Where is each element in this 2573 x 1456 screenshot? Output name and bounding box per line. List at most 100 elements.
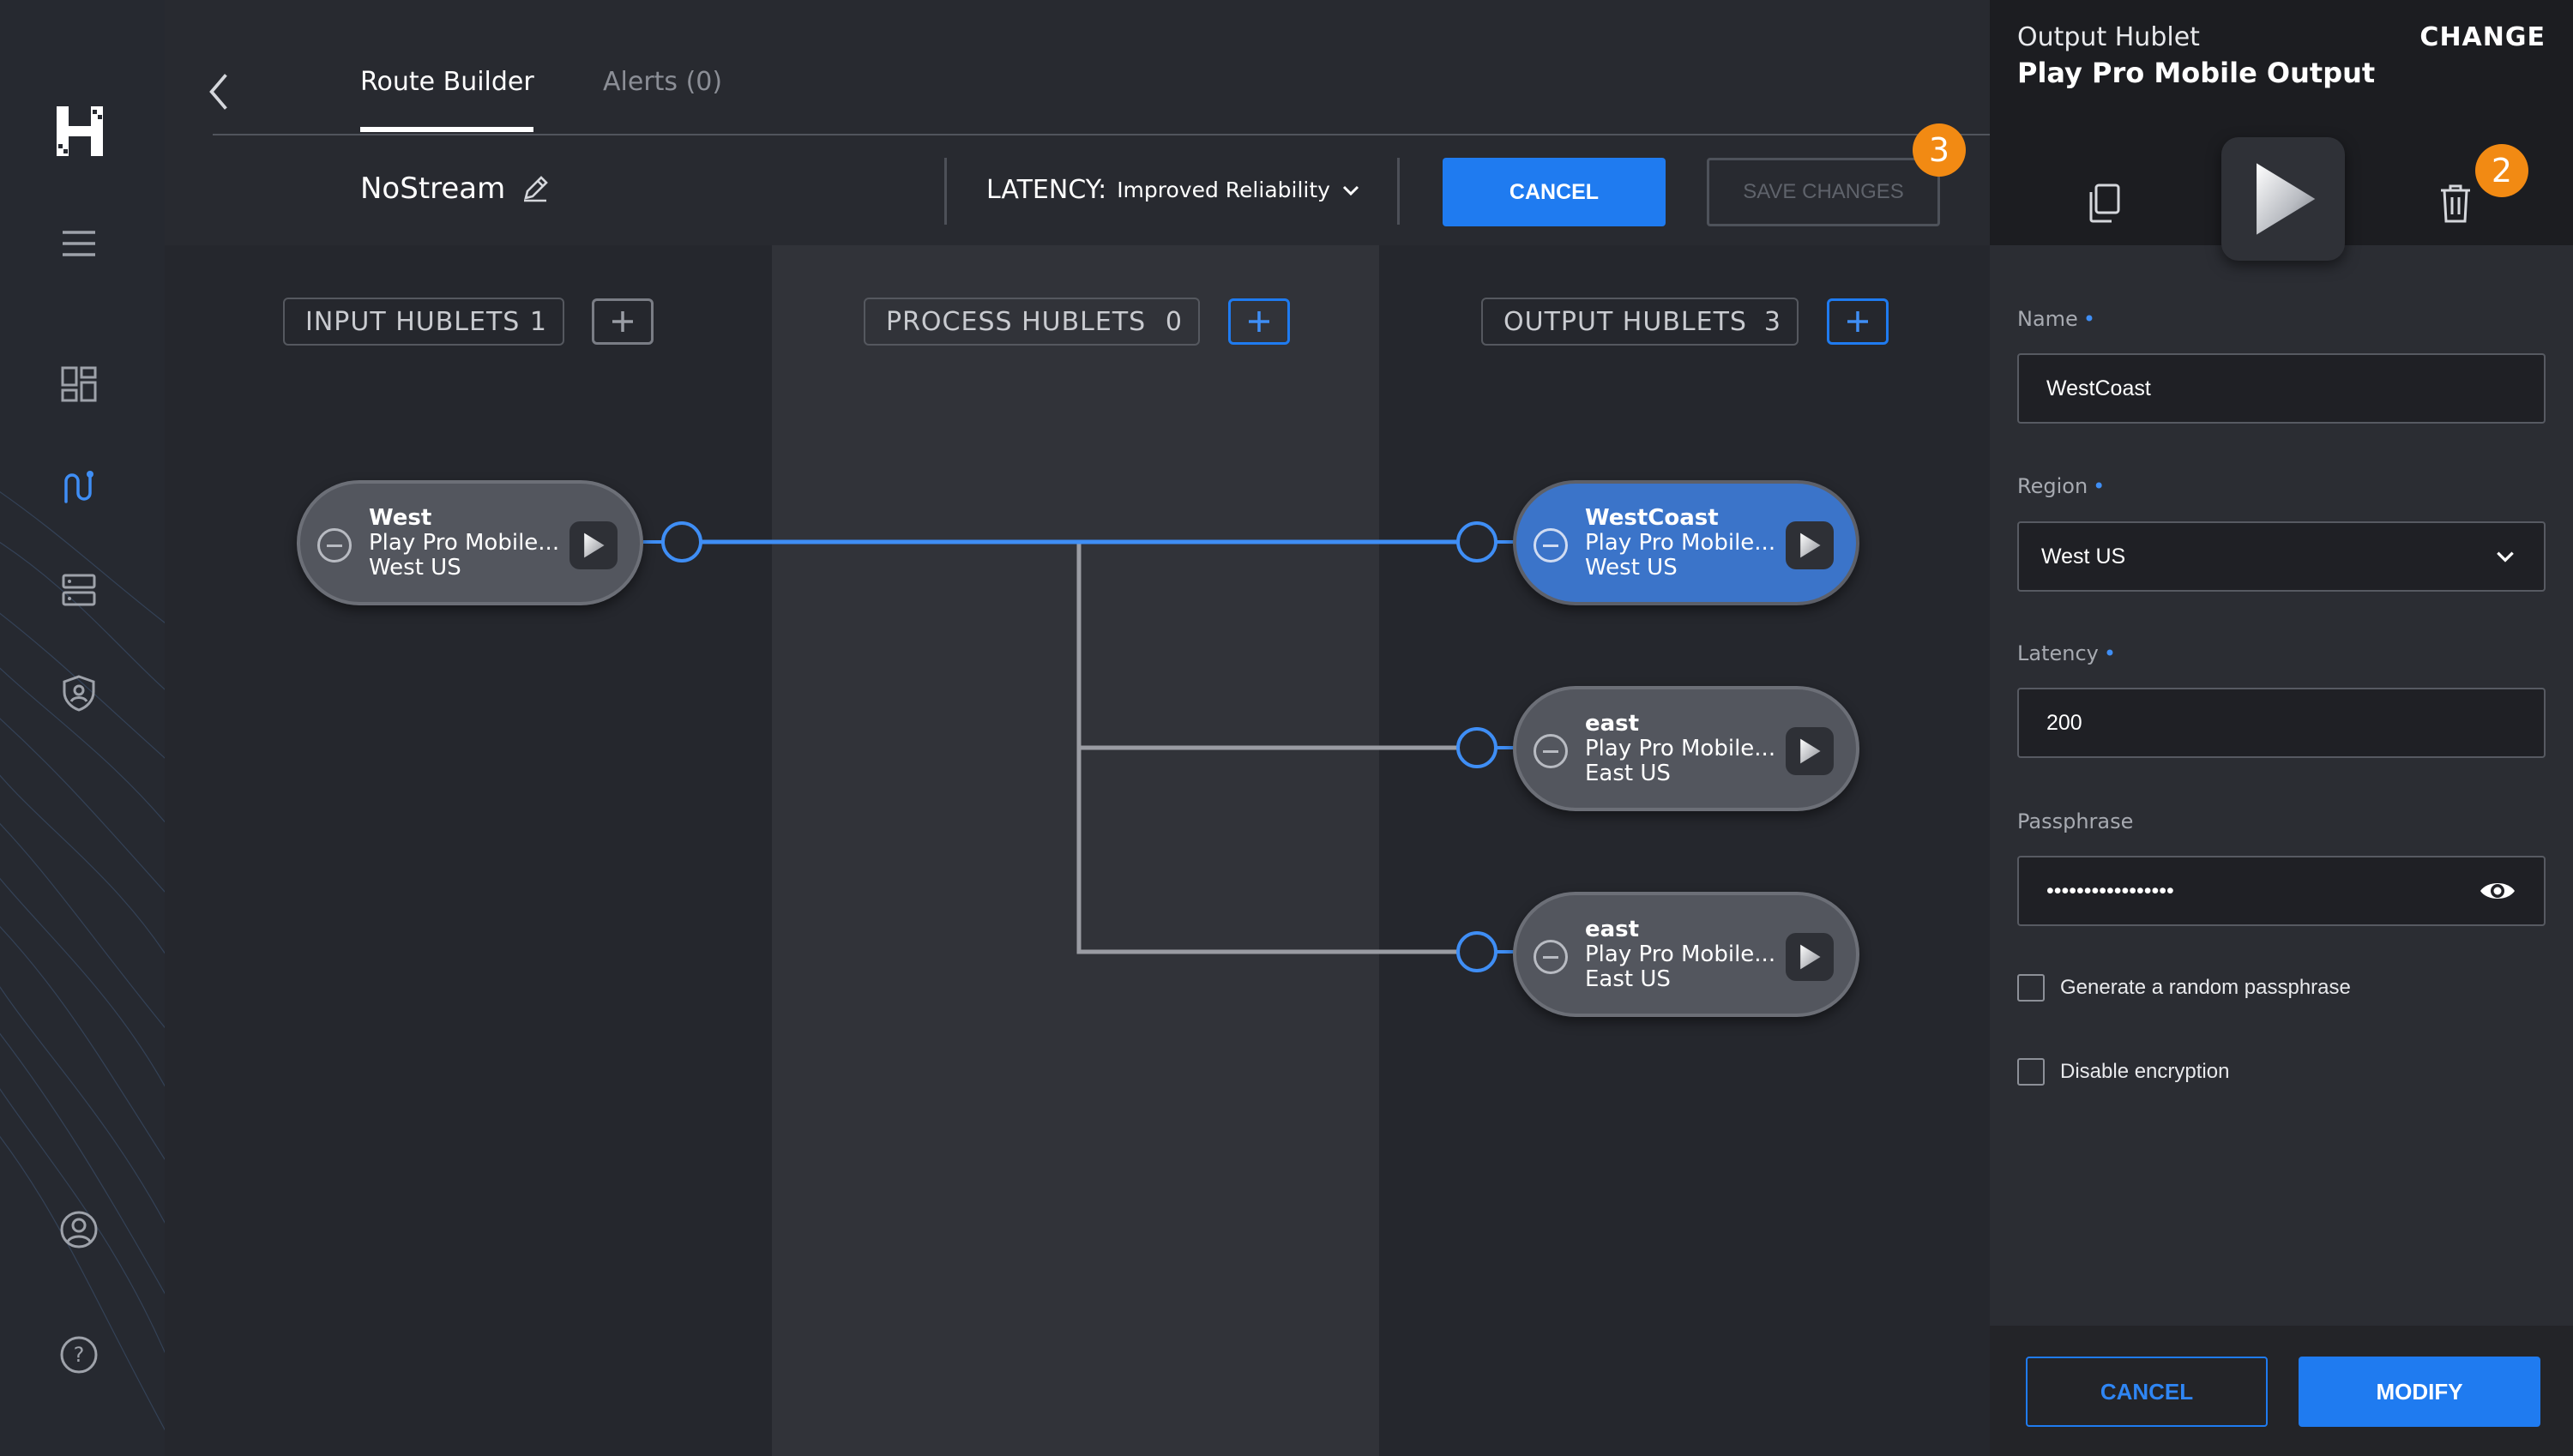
chevron-down-icon [1341, 180, 1361, 201]
process-hublets-count: 0 [1166, 307, 1183, 337]
play-icon [569, 521, 618, 569]
passphrase-field[interactable]: ••••••••••••••••• [2017, 856, 2546, 926]
output-column [1379, 245, 1990, 1456]
node-title: east [1585, 918, 1775, 942]
node-region: East US [1585, 967, 1775, 992]
add-process-hublet-button[interactable] [1228, 298, 1290, 345]
process-column [772, 245, 1379, 1456]
chevron-left-icon [207, 71, 231, 112]
node-type: Play Pro Mobile... [369, 531, 559, 556]
svg-text:?: ? [74, 1343, 85, 1367]
panel-cancel-button[interactable]: CANCEL [2026, 1357, 2268, 1427]
plus-icon [1246, 309, 1272, 334]
remove-hublet-icon[interactable] [317, 528, 352, 563]
node-title: West [369, 506, 559, 531]
latency-label: LATENCY: [986, 175, 1106, 205]
save-changes-button[interactable]: SAVE CHANGES [1707, 158, 1940, 226]
random-passphrase-checkbox[interactable]: Generate a random passphrase [2017, 974, 2351, 1002]
plus-icon [610, 309, 636, 334]
node-type: Play Pro Mobile... [1585, 531, 1775, 556]
output-hublets-count: 3 [1764, 307, 1781, 337]
plus-icon [1845, 309, 1871, 334]
panel-title: Play Pro Mobile Output [2017, 57, 2375, 89]
change-button[interactable]: CHANGE [2419, 22, 2546, 52]
toolbar-separator [1397, 158, 1400, 225]
checkbox-box[interactable] [2017, 974, 2045, 1002]
save-changes-badge: 3 [1913, 123, 1966, 177]
process-hublets-label: PROCESS HUBLETS [886, 307, 1146, 337]
hublet-type-icon [2221, 137, 2345, 261]
add-input-hublet-button[interactable] [592, 298, 654, 345]
output-hublet-node[interactable]: WestCoast Play Pro Mobile... West US [1513, 480, 1859, 605]
menu-icon[interactable] [57, 221, 101, 266]
output-hublets-label: OUTPUT HUBLETS [1503, 307, 1747, 337]
delete-badge: 2 [2475, 144, 2528, 197]
checkbox-box[interactable] [2017, 1058, 2045, 1086]
input-hublets-header: INPUT HUBLETS 1 [283, 298, 564, 346]
name-label: Name• [2017, 307, 2095, 331]
route-name: NoStream [360, 171, 550, 206]
latency-field-label: Latency• [2017, 641, 2116, 665]
node-title: east [1585, 712, 1775, 737]
passphrase-label: Passphrase [2017, 809, 2133, 833]
toolbar-separator [944, 158, 947, 225]
play-icon [1786, 521, 1834, 569]
remove-hublet-icon[interactable] [1534, 734, 1568, 768]
name-value: WestCoast [2046, 376, 2151, 401]
play-icon [1786, 933, 1834, 981]
process-hublets-header: PROCESS HUBLETS 0 [864, 298, 1200, 346]
panel-kind: Output Hublet [2017, 22, 2200, 52]
shield-user-icon[interactable] [57, 671, 101, 715]
chevron-down-icon [2494, 545, 2516, 568]
input-hublets-label: INPUT HUBLETS [305, 307, 520, 337]
remove-hublet-icon[interactable] [1534, 528, 1568, 563]
tab-alerts[interactable]: Alerts (0) [603, 67, 722, 97]
hublet-details-panel: Output Hublet Play Pro Mobile Output CHA… [1990, 0, 2573, 1456]
latency-field-value: 200 [2046, 711, 2082, 736]
node-title: WestCoast [1585, 506, 1775, 531]
input-column [165, 245, 772, 1456]
account-icon[interactable] [57, 1207, 101, 1252]
node-region: West US [369, 556, 559, 581]
latency-field[interactable]: 200 [2017, 688, 2546, 758]
node-region: East US [1585, 761, 1775, 786]
node-region: West US [1585, 556, 1775, 581]
tab-route-builder[interactable]: Route Builder [360, 67, 534, 97]
remove-hublet-icon[interactable] [1534, 940, 1568, 974]
output-hublet-node[interactable]: east Play Pro Mobile... East US [1513, 892, 1859, 1017]
server-icon[interactable] [57, 568, 101, 612]
panel-header: Output Hublet Play Pro Mobile Output CHA… [1990, 0, 2573, 245]
disable-encryption-checkbox[interactable]: Disable encryption [2017, 1058, 2229, 1086]
latency-value: Improved Reliability [1117, 177, 1330, 202]
edit-pencil-icon[interactable] [521, 174, 550, 203]
random-passphrase-label: Generate a random passphrase [2060, 976, 2351, 1000]
help-icon[interactable]: ? [57, 1333, 101, 1377]
hublet-logo[interactable] [53, 103, 106, 159]
region-label: Region• [2017, 474, 2105, 498]
node-type: Play Pro Mobile... [1585, 942, 1775, 967]
cancel-button[interactable]: CANCEL [1443, 158, 1666, 226]
latency-select[interactable]: LATENCY: Improved Reliability [986, 175, 1361, 205]
node-type: Play Pro Mobile... [1585, 737, 1775, 761]
disable-encryption-label: Disable encryption [2060, 1060, 2229, 1084]
tab-divider [213, 134, 1990, 135]
copy-icon[interactable] [2086, 182, 2124, 225]
region-value: West US [2041, 544, 2125, 569]
name-field[interactable]: WestCoast [2017, 353, 2546, 424]
back-button[interactable] [199, 69, 238, 115]
region-select[interactable]: West US [2017, 521, 2546, 592]
play-icon [2242, 158, 2324, 240]
routes-icon[interactable] [57, 465, 101, 509]
input-hublets-count: 1 [530, 307, 547, 337]
play-icon [1786, 727, 1834, 775]
delete-icon[interactable] [2437, 182, 2474, 225]
active-tab-indicator [360, 127, 533, 132]
panel-footer: CANCEL MODIFY [1990, 1326, 2573, 1456]
output-hublet-node[interactable]: east Play Pro Mobile... East US [1513, 686, 1859, 811]
add-output-hublet-button[interactable] [1827, 298, 1889, 345]
dashboard-icon[interactable] [57, 362, 101, 406]
sidebar: ? [0, 0, 165, 1456]
modify-button[interactable]: MODIFY [2299, 1357, 2540, 1427]
input-hublet-node[interactable]: West Play Pro Mobile... West US [297, 480, 643, 605]
eye-icon[interactable] [2479, 878, 2516, 904]
